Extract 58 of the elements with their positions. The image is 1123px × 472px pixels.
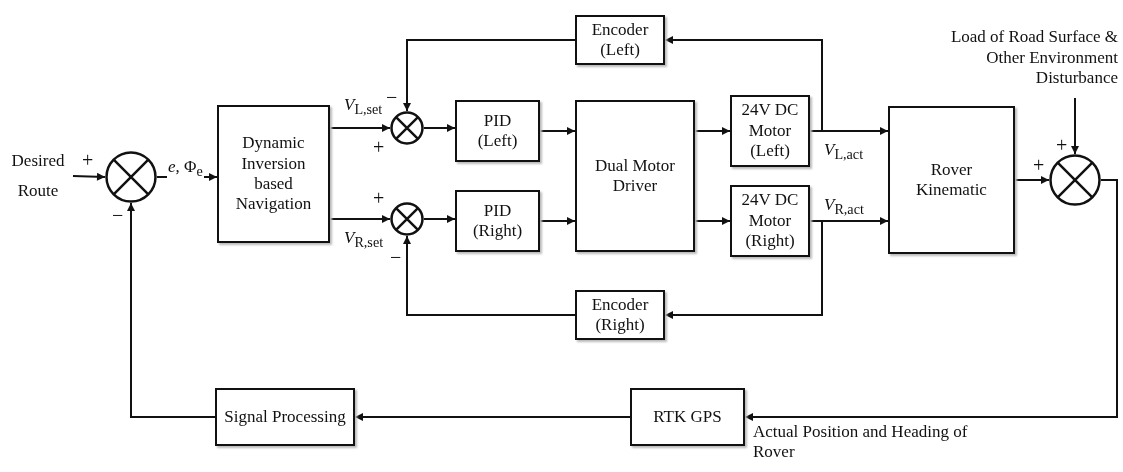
- sign-label: −: [390, 247, 402, 267]
- signal-arrow: [539, 127, 576, 135]
- signal-arrow: [329, 124, 391, 132]
- signal-label: V$_{R,act}$: [823, 196, 865, 218]
- process-block: [455, 190, 540, 252]
- process-block: [630, 388, 745, 446]
- process-block: [888, 106, 1015, 254]
- signal-arrow: [1071, 97, 1079, 155]
- signal-arrow: [72, 172, 106, 181]
- summing-junction: [1049, 154, 1101, 206]
- signal-label: V$_{L,set}$: [343, 96, 384, 118]
- block-label: RTK GPS: [653, 406, 722, 428]
- signal-arrow: [664, 220, 823, 319]
- block-label: Signal Processing: [224, 406, 346, 428]
- signal-arrow: [423, 215, 456, 223]
- signal-arrow: [354, 413, 631, 421]
- signal-arrow: [694, 127, 731, 135]
- sign-label: +: [1033, 155, 1045, 175]
- block-label: Dynamic Inversion based Navigation: [234, 133, 313, 215]
- signal-arrow: [403, 235, 576, 316]
- process-block: [217, 105, 330, 243]
- summing-junction: [390, 111, 424, 145]
- signal-arrow: [329, 215, 391, 223]
- sign-label: +: [373, 188, 385, 208]
- block-label: PID (Right): [471, 200, 524, 242]
- block-label: Dual Motor Driver: [594, 155, 676, 197]
- block-label: Encoder (Left): [590, 19, 650, 61]
- signal-arrow: [403, 39, 576, 112]
- signal-arrow: [744, 179, 1118, 421]
- process-block: [455, 100, 540, 162]
- block-label: 24V DC Motor (Right): [740, 190, 800, 252]
- block-label: PID (Left): [476, 110, 519, 152]
- sign-label: +: [82, 150, 94, 170]
- signal-arrow: [694, 217, 731, 225]
- sign-label: +: [1056, 135, 1068, 155]
- signal-label: V$_{L,act}$: [823, 141, 865, 163]
- process-block: [575, 15, 665, 65]
- summing-junction: [390, 202, 424, 236]
- signal-arrow: [539, 217, 576, 225]
- sign-label: +: [373, 137, 385, 157]
- process-block: [575, 290, 665, 340]
- process-block: [215, 388, 355, 446]
- process-block: [730, 185, 810, 257]
- signal-arrow: [1014, 176, 1050, 184]
- signal-arrow: [423, 124, 456, 132]
- process-block: [575, 100, 695, 252]
- block-label: 24V DC Motor (Left): [740, 100, 800, 162]
- sign-label: −: [112, 205, 124, 225]
- block-label: Rover Kinematic: [915, 159, 988, 201]
- signal-arrow: [127, 202, 216, 418]
- sign-label: −: [386, 87, 398, 107]
- signal-arrow: [664, 36, 823, 132]
- signal-label: V$_{R,set}$: [343, 229, 385, 251]
- process-block: [730, 95, 810, 167]
- signal-text: Desired Route: [10, 150, 66, 202]
- block-label: Encoder (Right): [590, 294, 650, 336]
- signal-text: Load of Road Surface & Other Environment Disturbance: [949, 27, 1118, 89]
- summing-junction: [105, 151, 157, 203]
